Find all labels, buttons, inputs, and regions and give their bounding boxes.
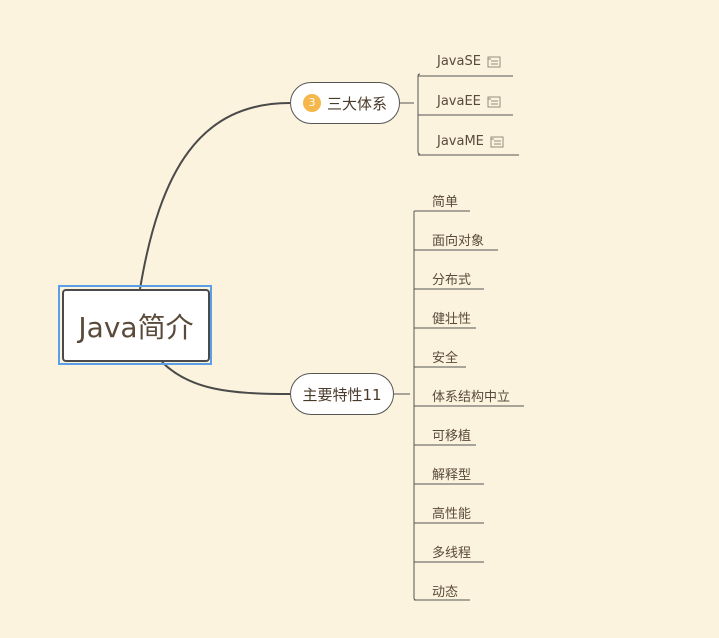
leaf-label: 简单 xyxy=(432,195,459,210)
note-icon[interactable] xyxy=(490,136,504,148)
leaf-label: 安全 xyxy=(432,351,459,366)
leaf-node[interactable]: 面向对象 xyxy=(432,230,484,249)
leaf-node[interactable]: 动态 xyxy=(432,581,458,600)
leaf-node[interactable]: 简单 xyxy=(432,191,458,210)
leaf-node[interactable]: 多线程 xyxy=(432,542,471,561)
branch-node-three-systems[interactable]: 3 三大体系 xyxy=(290,82,400,124)
link-root-branch-1 xyxy=(139,102,291,290)
leaf-label: 多线程 xyxy=(432,546,472,561)
leaf-underlines xyxy=(413,75,524,601)
leaf-label: 动态 xyxy=(432,585,459,600)
leaf-node[interactable]: 解释型 xyxy=(432,464,471,483)
leaf-node[interactable]: JavaEE xyxy=(437,94,501,109)
branch-node-main-features[interactable]: 主要特性11 xyxy=(290,373,394,415)
root-selection-frame xyxy=(58,285,212,365)
link-root-branch-2 xyxy=(161,361,291,395)
branch-label: 主要特性11 xyxy=(302,385,382,404)
link-branch-2-children xyxy=(394,211,415,598)
note-icon[interactable] xyxy=(487,56,501,68)
link-branch-1-children xyxy=(400,73,421,155)
leaf-label: 可移植 xyxy=(432,429,472,444)
leaf-label: JavaSE xyxy=(437,54,481,69)
leaf-node[interactable]: 分布式 xyxy=(432,269,471,288)
leaf-node[interactable]: 健壮性 xyxy=(432,308,471,327)
leaf-label: 面向对象 xyxy=(432,234,485,249)
root-node[interactable]: Java简介 xyxy=(62,289,210,362)
leaf-label: 解释型 xyxy=(432,468,472,483)
leaf-label: JavaME xyxy=(437,134,484,149)
connector-corner xyxy=(413,597,417,601)
leaf-node[interactable]: JavaSE xyxy=(437,54,501,69)
count-badge: 3 xyxy=(302,94,321,112)
leaf-label: 体系结构中立 xyxy=(432,390,511,405)
leaf-label: 健壮性 xyxy=(432,312,472,327)
branch-label: 三大体系 xyxy=(326,94,387,113)
leaf-node[interactable]: 安全 xyxy=(432,347,458,366)
leaf-node[interactable]: 可移植 xyxy=(432,425,471,444)
leaf-label: JavaEE xyxy=(437,94,481,109)
leaf-node[interactable]: JavaME xyxy=(437,134,504,149)
leaf-label: 高性能 xyxy=(432,507,472,522)
leaf-node[interactable]: 高性能 xyxy=(432,503,471,522)
leaf-node[interactable]: 体系结构中立 xyxy=(432,386,510,405)
leaf-label: 分布式 xyxy=(432,273,472,288)
note-icon[interactable] xyxy=(487,96,501,108)
